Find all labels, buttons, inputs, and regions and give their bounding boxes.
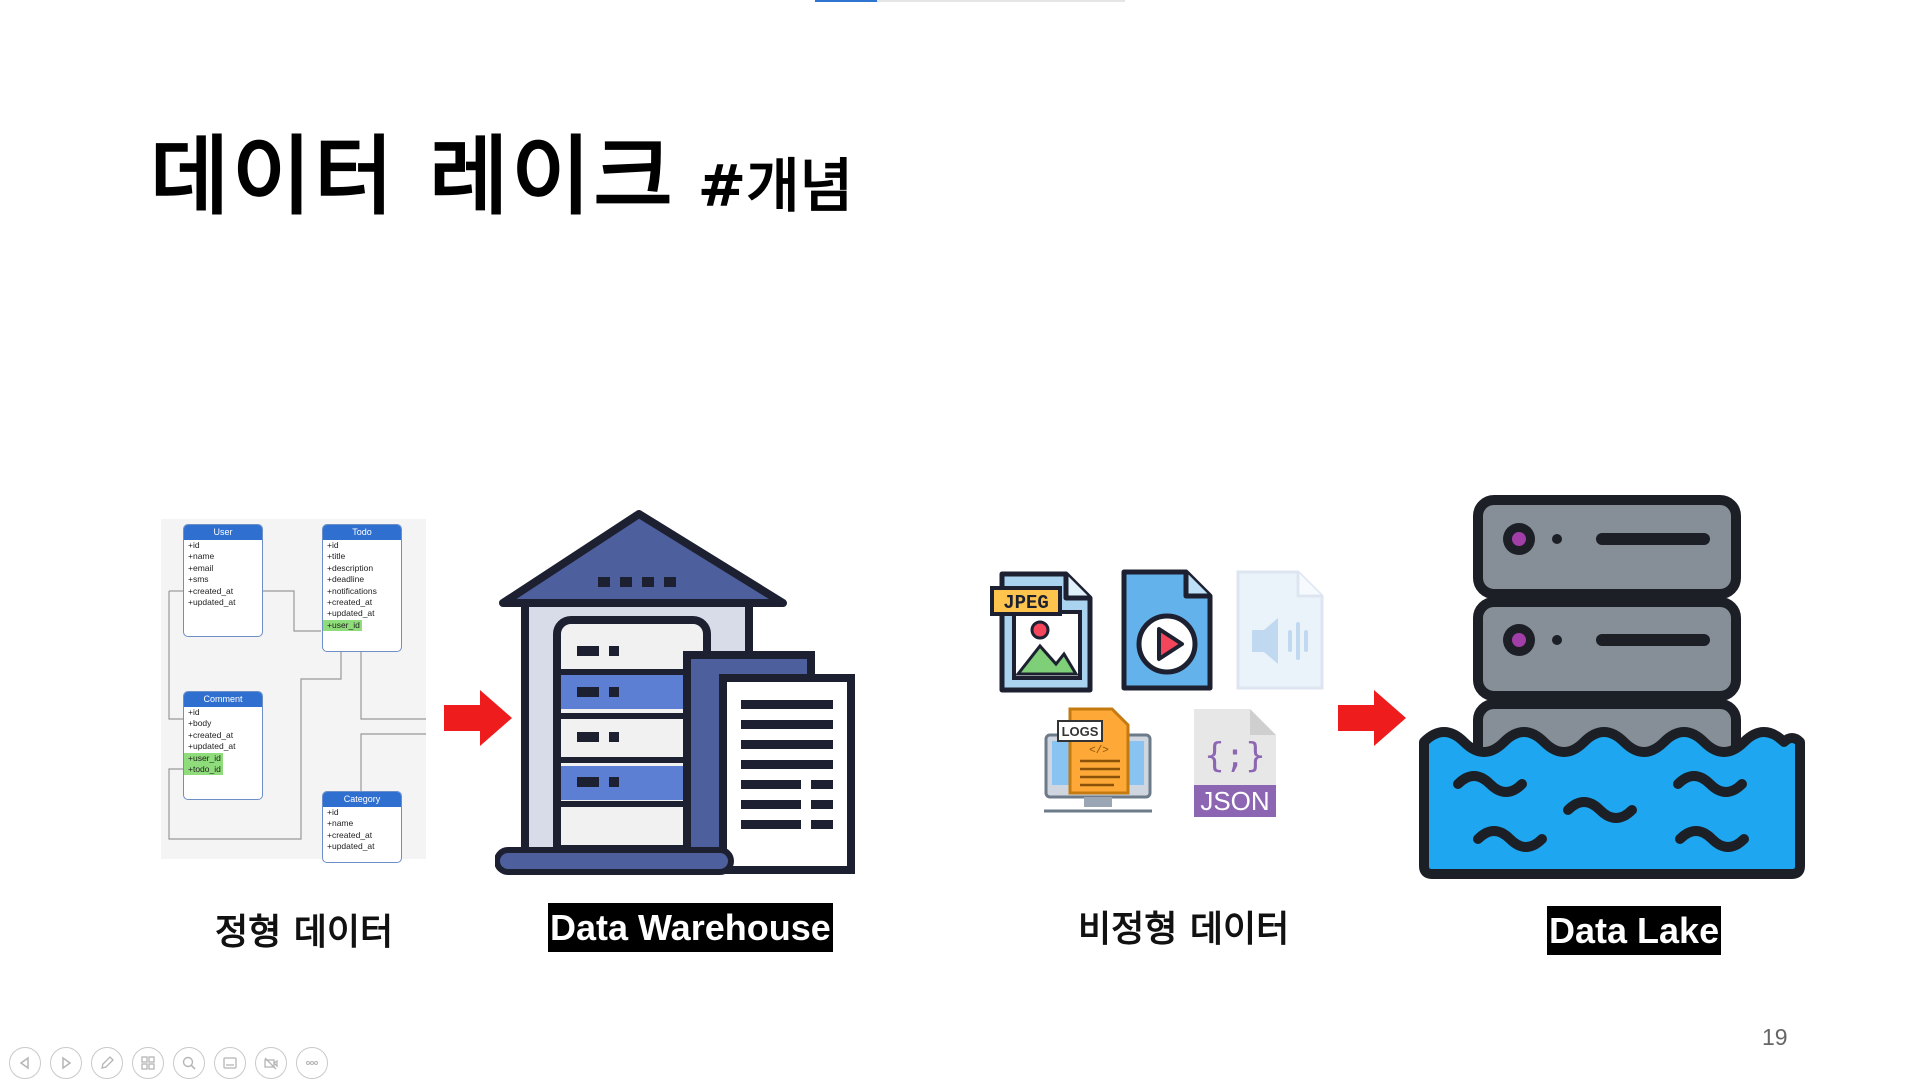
slide-title: 데이터 레이크 #개념 [150, 106, 853, 231]
pen-tool-button[interactable] [91, 1047, 123, 1079]
erd-diagram: User +id +name +email +sms +created_at +… [161, 519, 426, 863]
caption-unstructured-data: 비정형 데이터 [1078, 909, 1290, 950]
camera-off-icon [264, 1057, 278, 1070]
erd-field: +title [327, 551, 346, 562]
jpeg-label: JPEG [1003, 592, 1049, 614]
zoom-button[interactable] [173, 1047, 205, 1079]
arrow-right-icon-2 [1338, 690, 1406, 746]
warehouse-icon [495, 510, 855, 875]
erd-table-user: User +id +name +email +sms +created_at +… [183, 524, 263, 637]
arrow-right-icon [444, 690, 512, 746]
subtitles-button[interactable] [214, 1047, 246, 1079]
svg-text:{;}: {;} [1204, 736, 1265, 776]
logs-label: LOGS [1062, 724, 1099, 739]
see-all-slides-button[interactable] [132, 1047, 164, 1079]
title-main: 데이터 레이크 [150, 127, 676, 227]
erd-connectors [168, 590, 426, 840]
server-in-water-icon [1419, 495, 1805, 879]
json-label: JSON [1200, 786, 1269, 816]
erd-field: +created_at [188, 585, 234, 596]
erd-field-foreign-key: +todo_id [184, 764, 223, 776]
camera-toggle-button[interactable] [255, 1047, 287, 1079]
caption-data-warehouse: Data Warehouse [548, 903, 833, 952]
erd-field: +created_at [188, 729, 234, 740]
erd-field: +deadline [327, 574, 365, 585]
erd-field: +notifications [327, 585, 377, 596]
erd-field: +sms [188, 574, 209, 585]
erd-table-header: Todo [323, 525, 401, 540]
previous-slide-button[interactable] [9, 1047, 41, 1079]
erd-table-header: User [184, 525, 262, 540]
pen-icon [101, 1056, 114, 1069]
erd-field-foreign-key: +user_id [184, 752, 223, 765]
erd-table-header: Category [323, 792, 401, 807]
erd-field: +created_at [327, 597, 373, 608]
erd-field: +updated_at [188, 741, 236, 752]
erd-field: +body [188, 718, 212, 729]
erd-field: +name [188, 551, 215, 562]
svg-text:</>: </> [1089, 745, 1109, 757]
page-number: 19 [1762, 1024, 1788, 1050]
slide-progress-bar [815, 0, 1125, 2]
audio-file-icon [1236, 570, 1324, 690]
title-tag: #개념 [697, 152, 853, 220]
erd-field: +description [327, 562, 374, 573]
logs-file-icon: </> LOGS [1044, 707, 1152, 813]
chevron-left-icon [19, 1056, 29, 1070]
erd-field: +updated_at [327, 608, 375, 619]
json-file-icon: {;} JSON [1194, 709, 1276, 817]
erd-table-comment: Comment +id +body +created_at +updated_a… [183, 691, 263, 800]
magnifier-icon [182, 1056, 196, 1070]
erd-table-todo: Todo +id +title +description +deadline +… [322, 524, 402, 652]
more-options-button[interactable] [296, 1047, 328, 1079]
more-icon [306, 1061, 318, 1065]
caption-structured-data: 정형 데이터 [215, 912, 394, 953]
next-slide-button[interactable] [50, 1047, 82, 1079]
chevron-right-icon [62, 1056, 72, 1070]
erd-field: +id [188, 540, 200, 550]
slides-grid-icon [141, 1056, 155, 1070]
erd-table-category: Category +id +name +created_at +updated_… [322, 791, 402, 863]
erd-field: +email [188, 562, 214, 573]
erd-field: +id [327, 807, 339, 817]
erd-field: +name [327, 818, 354, 829]
erd-table-header: Comment [184, 692, 262, 707]
presentation-toolbar [9, 1047, 328, 1079]
erd-field: +created_at [327, 829, 373, 840]
caption-data-lake: Data Lake [1547, 906, 1722, 955]
jpeg-file-icon: JPEG [990, 571, 1093, 693]
erd-field: +updated_at [188, 597, 236, 608]
erd-field-foreign-key: +user_id [323, 619, 362, 632]
erd-field: +id [327, 540, 339, 550]
erd-field: +id [188, 707, 200, 717]
subtitles-icon [223, 1057, 237, 1069]
erd-field: +updated_at [327, 841, 375, 852]
slide-progress-fill [815, 0, 877, 2]
video-file-icon [1121, 569, 1213, 691]
